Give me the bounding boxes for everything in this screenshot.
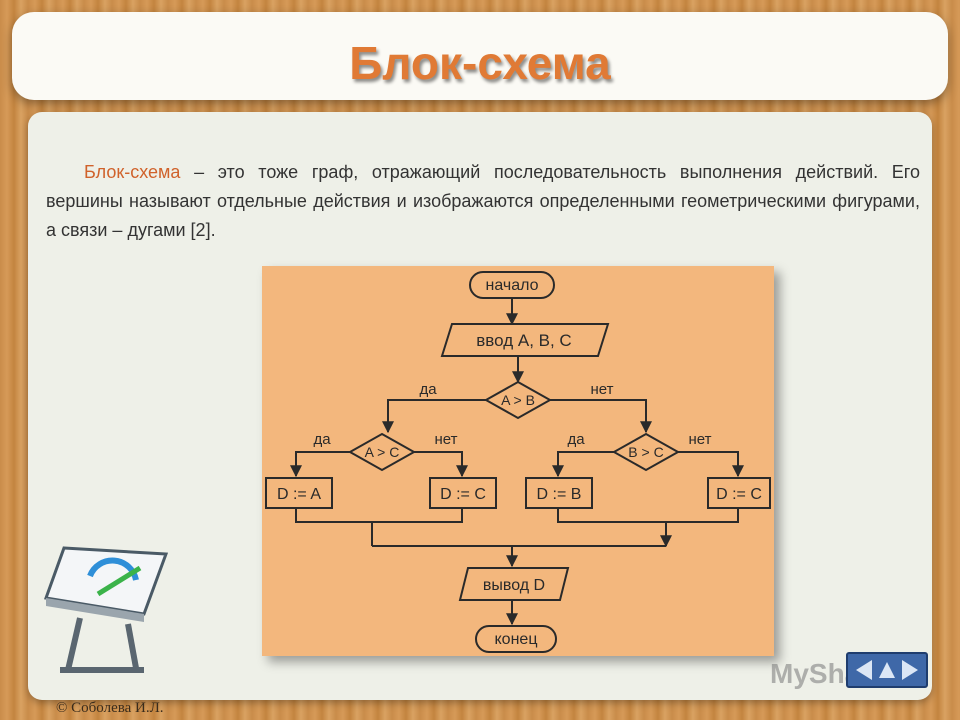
- assign-box-3: [525, 477, 593, 509]
- yes-label-left: да: [313, 431, 331, 448]
- slide-title: Блок-схема: [349, 37, 611, 89]
- assign-4-label: D := C: [716, 486, 762, 503]
- navigation-arrows-icon[interactable]: [846, 652, 928, 688]
- assign-3-label: D := B: [537, 486, 582, 503]
- assign-box-1: [265, 477, 333, 509]
- no-label-main: нет: [591, 381, 614, 398]
- output-label: вывод D: [483, 577, 545, 594]
- decision-right: [611, 432, 681, 472]
- output-block: [458, 567, 570, 601]
- assign-2-label: D := C: [440, 486, 486, 503]
- definition-term: Блок-схема: [84, 162, 181, 182]
- yes-label-right: да: [567, 431, 585, 448]
- title-banner: Блок-схема: [12, 12, 948, 100]
- start-label: начало: [485, 277, 538, 294]
- decision-right-label: B > C: [628, 444, 663, 460]
- definition-paragraph: Блок-схема – это тоже граф, отражающий п…: [46, 158, 920, 245]
- decision-main: [483, 380, 553, 420]
- yes-label-main: да: [419, 381, 437, 398]
- flowchart-image: начало ввод A, B, C A > B A > C B > C да…: [262, 266, 774, 656]
- input-block: [440, 323, 610, 357]
- assign-1-label: D := A: [277, 486, 321, 503]
- no-label-left: нет: [435, 431, 458, 448]
- flowchart-svg: начало ввод A, B, C A > B A > C B > C да…: [265, 271, 771, 653]
- decision-left: [347, 432, 417, 472]
- definition-text: – это тоже граф, отражающий последовател…: [46, 162, 920, 240]
- no-label-right: нет: [689, 431, 712, 448]
- copyright-text: © Соболева И.Л.: [56, 700, 164, 716]
- decision-main-label: A > B: [501, 392, 535, 408]
- end-terminal: [475, 625, 557, 653]
- input-label: ввод A, B, C: [476, 331, 571, 350]
- drafting-table-icon: [40, 536, 169, 681]
- decision-left-label: A > C: [365, 444, 400, 460]
- end-label: конец: [495, 631, 538, 648]
